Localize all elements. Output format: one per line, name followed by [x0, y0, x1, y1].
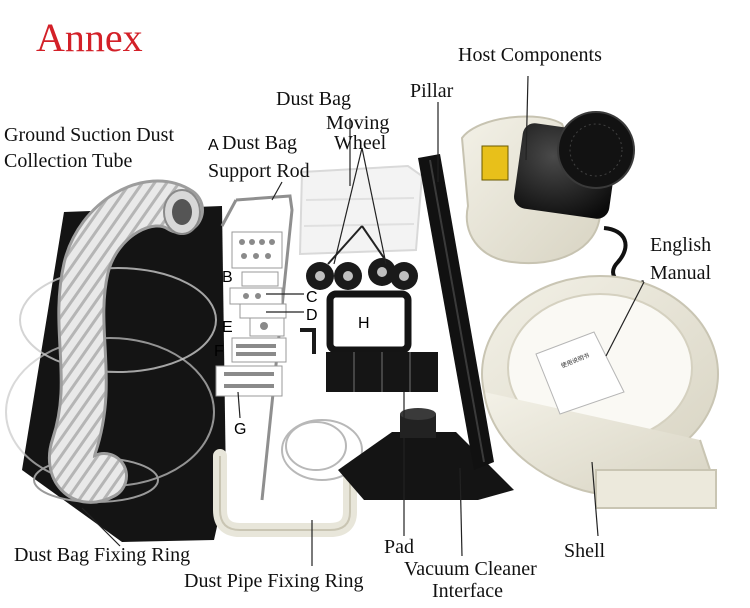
hardware-bag-f [231, 337, 287, 363]
dust-pipe-fixing-ring [213, 419, 363, 537]
label-moving-wheel-line2: Wheel [334, 132, 387, 154]
english-manual: 使用说明书 [535, 331, 625, 415]
allen-key [300, 328, 316, 354]
warning-label [481, 145, 509, 181]
letter-c: C [306, 289, 318, 306]
pillar [418, 154, 494, 470]
label-pillar: Pillar [410, 80, 454, 102]
letter-d: D [306, 307, 318, 324]
hardware-bag-d [239, 303, 287, 319]
frame-h [326, 290, 412, 354]
letter-g: G [234, 421, 246, 438]
label-ground-tube-line2: Collection Tube [4, 150, 133, 172]
page-title: Annex [36, 15, 143, 60]
label-english-manual-line2: Manual [650, 262, 712, 284]
letter-a: A [208, 137, 219, 154]
label-support-rod-line2: Support Rod [208, 160, 310, 182]
hardware-bag-a [231, 231, 283, 269]
dust-bag [298, 164, 424, 256]
label-vacuum-cleaner-line1: Vacuum Cleaner [404, 558, 537, 580]
letter-f: F [214, 343, 224, 360]
moving-wheels [306, 225, 418, 290]
host-components [460, 111, 645, 287]
ground-suction-tube [48, 179, 204, 504]
hardware-bag-g [215, 365, 283, 397]
label-dust-bag: Dust Bag [276, 88, 351, 110]
hardware-kit [215, 231, 287, 397]
pads [326, 352, 438, 392]
label-dust-pipe-fixing-ring: Dust Pipe Fixing Ring [184, 570, 364, 592]
hardware-bag-b [241, 271, 279, 287]
letter-e: E [222, 319, 233, 336]
label-english-manual-line1: English [650, 234, 712, 256]
label-support-rod-line1: Dust Bag [222, 132, 297, 154]
leader-lines [81, 75, 645, 566]
letter-h: H [358, 315, 370, 332]
letter-b: B [222, 269, 233, 286]
label-shell: Shell [564, 540, 606, 562]
label-ground-tube-line1: Ground Suction Dust [4, 124, 174, 146]
vacuum-cleaner-interface [338, 408, 514, 500]
label-moving-wheel-line1: Moving [326, 112, 390, 134]
label-pad: Pad [384, 536, 414, 558]
label-host-components: Host Components [458, 44, 602, 66]
label-dust-bag-fixing-ring: Dust Bag Fixing Ring [14, 544, 191, 566]
label-vacuum-cleaner-line2: Interface [432, 580, 504, 602]
